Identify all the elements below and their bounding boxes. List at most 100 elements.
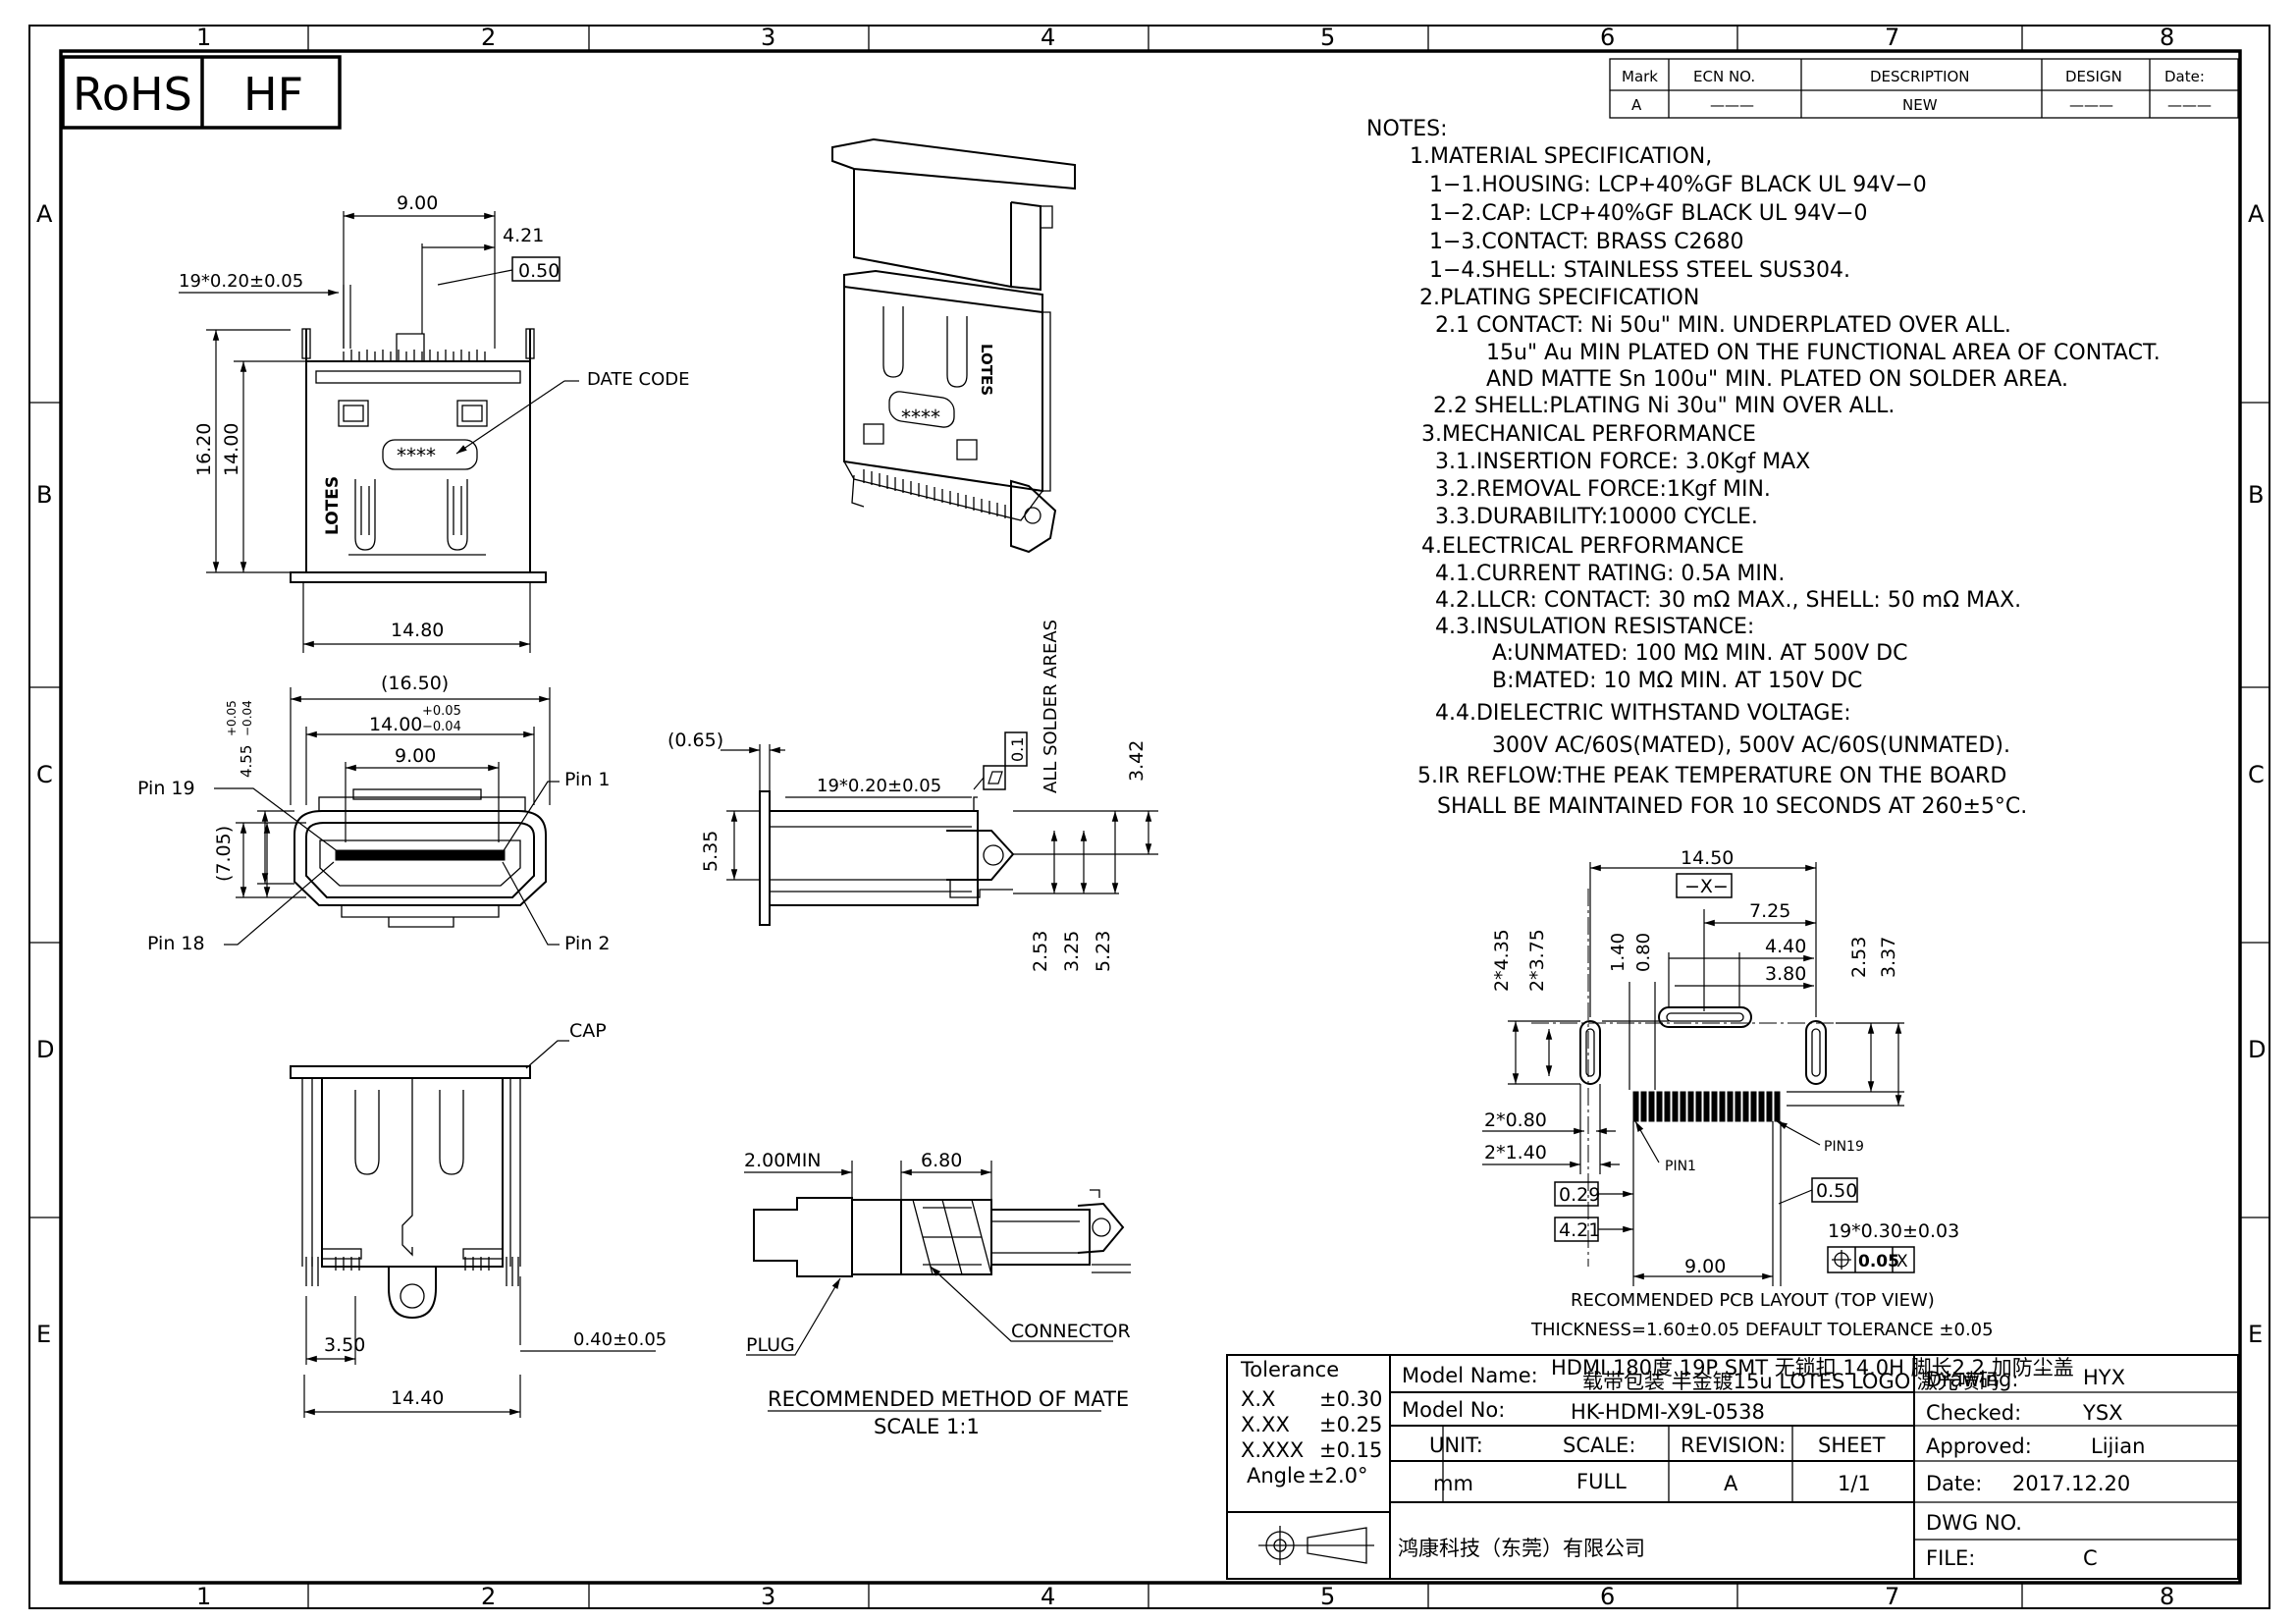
rohs-label: RoHS — [73, 68, 192, 121]
col-label: 3 — [761, 24, 775, 51]
drawing-label: Drawing: — [1926, 1368, 2018, 1391]
col-label: 3 — [761, 1583, 775, 1610]
note-line: 2.PLATING SPECIFICATION — [1419, 286, 1699, 310]
tol-value: ±0.30 — [1319, 1387, 1382, 1411]
latch-window — [338, 400, 369, 427]
row-label: B — [36, 481, 52, 509]
dim-label: 9.00 — [395, 745, 436, 767]
isometric-view: **** LOTES — [831, 137, 1076, 554]
pin-label: Pin 2 — [564, 933, 611, 954]
note-line: 5.IR REFLOW:THE PEAK TEMPERATURE ON THE … — [1417, 764, 2006, 788]
stamp: **** — [901, 406, 940, 429]
dim-label: 3.42 — [1126, 740, 1148, 782]
tol-key: X.X — [1241, 1387, 1275, 1411]
side-view: (0.65) 19*0.20±0.05 0.1 ALL SOLDER AREAS… — [667, 620, 1158, 972]
file-value: C — [2083, 1546, 2098, 1570]
dim-label: 14.00 — [221, 423, 242, 476]
unit-label: UNIT: — [1429, 1434, 1483, 1457]
pin-label: Pin 18 — [147, 933, 205, 954]
dim-label: 2*0.80 — [1484, 1109, 1547, 1131]
dim-label: 0.40±0.05 — [573, 1329, 667, 1350]
note-line: 300V AC/60S(MATED), 500V AC/60S(UNMATED)… — [1492, 733, 2010, 758]
dim-label: 3.25 — [1061, 931, 1083, 972]
tol-key: X.XXX — [1241, 1438, 1304, 1462]
tol-key: Angle — [1247, 1464, 1306, 1488]
pcb-layout: 14.50 −X− 7.25 4.40 3.80 1.40 0.80 2.53 … — [1482, 847, 1994, 1340]
mate-view: 2.00MIN 6.80 PLUG CONNECTOR RECOMMENDED … — [744, 1150, 1131, 1438]
pad-row — [1632, 1091, 1781, 1122]
note-line: 1−3.CONTACT: BRASS C2680 — [1429, 230, 1744, 254]
shell-outline — [294, 810, 547, 906]
tol-lower: −0.04 — [422, 720, 461, 734]
rev-cell: ——— — [2069, 96, 2113, 114]
model-name-value: HDMI 180度 19P SMT 无锁扣 14.0H 脚长2.2 加防尘盖 — [1551, 1356, 2074, 1380]
row-label: C — [36, 761, 53, 788]
note-line: 4.1.CURRENT RATING: 0.5A MIN. — [1435, 562, 1785, 586]
dim-label: 9.00 — [1684, 1256, 1726, 1277]
col-label: 2 — [481, 1583, 496, 1610]
dim-label: 1.40 — [1608, 933, 1629, 972]
dim-label: 7.25 — [1749, 900, 1790, 922]
model-no-label: Model No: — [1402, 1398, 1505, 1422]
dim-label: 14.50 — [1681, 847, 1734, 869]
sheet-value: 1/1 — [1838, 1472, 1871, 1495]
dim-label: 2*1.40 — [1484, 1142, 1547, 1163]
model-name-label: Model Name: — [1402, 1364, 1538, 1387]
unit-value: mm — [1433, 1472, 1473, 1495]
scale-value: FULL — [1576, 1470, 1627, 1493]
note-line: 1−4.SHELL: STAINLESS STEEL SUS304. — [1429, 258, 1850, 283]
plug-label: PLUG — [746, 1334, 795, 1356]
dim-label: 14.80 — [391, 620, 444, 641]
note-line: 1−2.CAP: LCP+40%GF BLACK UL 94V−0 — [1429, 201, 1868, 226]
dim-label: (0.65) — [667, 730, 723, 751]
date-code-plate — [382, 439, 478, 470]
tol-value: ±0.15 — [1319, 1438, 1382, 1462]
dim-label: 14.40 — [391, 1387, 444, 1409]
dim-label: 9.00 — [397, 192, 438, 214]
col-label: 5 — [1320, 1583, 1335, 1610]
dim-label: 0.29 — [1559, 1184, 1600, 1206]
approved-value: Lijian — [2091, 1434, 2145, 1458]
tol-lower: −0.04 — [240, 700, 254, 736]
date-code-label: DATE CODE — [587, 369, 690, 390]
sheet-border: 1 2 3 4 5 6 7 8 1 2 3 4 5 6 7 8 A B C D … — [28, 24, 2270, 1610]
cap-outline — [290, 1065, 531, 1079]
dim-label: 0.50 — [1816, 1180, 1857, 1202]
dim-label: 5.23 — [1093, 931, 1114, 972]
col-label: 4 — [1041, 1583, 1055, 1610]
tol-value: ±2.0° — [1308, 1464, 1368, 1488]
bottom-view: CAP 3.50 0.40±0.05 14.40 — [290, 1020, 667, 1418]
note-line: 3.1.INSERTION FORCE: 3.0Kgf MAX — [1435, 450, 1810, 474]
rev-header: DESCRIPTION — [1870, 68, 1970, 85]
note-line: 4.3.INSULATION RESISTANCE: — [1435, 615, 1754, 639]
dim-label: 2.53 — [1848, 937, 1870, 978]
latch-window — [456, 400, 488, 427]
mate-caption: RECOMMENDED METHOD OF MATE — [768, 1387, 1129, 1411]
col-label: 7 — [1885, 24, 1899, 51]
front-view: **** LOTES 9.00 4.21 0.50 19*0.20±0.05 1… — [179, 192, 690, 653]
dim-label: 4.21 — [503, 225, 544, 246]
cap-label: CAP — [569, 1020, 607, 1042]
note-line: 1.MATERIAL SPECIFICATION, — [1410, 144, 1712, 169]
contact-tails — [343, 350, 486, 361]
dim-label: 14.00 — [369, 714, 422, 735]
rev-cell: NEW — [1902, 96, 1938, 114]
col-label: 2 — [481, 24, 496, 51]
stamp: **** — [397, 444, 436, 467]
row-label: B — [2248, 481, 2264, 509]
dim-label: 4.40 — [1765, 936, 1806, 957]
note-line: NOTES: — [1366, 117, 1448, 141]
face-view: (16.50) 14.00 +0.05 −0.04 9.00 4.55 +0.0… — [137, 673, 611, 954]
dim-label: (7.05) — [213, 826, 235, 882]
title-block: Tolerance X.X ±0.30 X.XX ±0.25 X.XXX ±0.… — [1226, 1354, 2239, 1580]
revision-table: Mark ECN NO. DESCRIPTION DESIGN Date: A … — [1609, 58, 2239, 119]
dwg-no-label: DWG NO. — [1926, 1511, 2022, 1535]
note-line: 4.ELECTRICAL PERFORMANCE — [1421, 534, 1744, 559]
note-line: 2.1 CONTACT: Ni 50u" MIN. UNDERPLATED OV… — [1435, 313, 2011, 338]
dim-label: 0.80 — [1633, 933, 1654, 972]
tolerance-label: Tolerance — [1240, 1358, 1339, 1381]
col-label: 1 — [196, 1583, 211, 1610]
rev-cell: ——— — [1710, 96, 1754, 114]
connector-label: CONNECTOR — [1011, 1321, 1131, 1342]
col-label: 5 — [1320, 24, 1335, 51]
